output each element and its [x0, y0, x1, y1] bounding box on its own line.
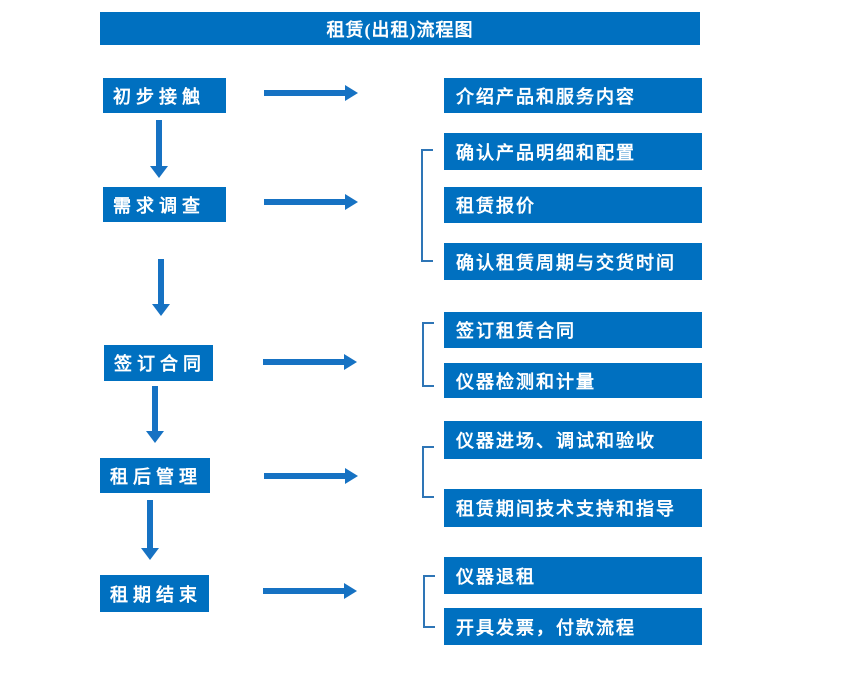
output-box: 租赁期间技术支持和指导 — [444, 489, 702, 527]
step-box-needs-survey: 需求调查 — [103, 187, 226, 222]
arrow-head — [345, 468, 358, 484]
page-title: 租赁(出租)流程图 — [326, 19, 474, 40]
group-bracket — [422, 446, 434, 498]
arrow-right-icon — [263, 354, 357, 370]
arrow-right-icon — [263, 583, 357, 599]
arrow-down-icon — [146, 386, 164, 443]
arrow-stem — [264, 199, 345, 205]
arrow-head — [150, 166, 168, 178]
group-bracket — [423, 575, 435, 628]
arrow-head — [345, 85, 358, 101]
arrow-head — [146, 431, 164, 443]
arrow-right-icon — [264, 85, 358, 101]
arrow-stem — [158, 259, 164, 304]
arrow-down-icon — [150, 120, 168, 178]
group-bracket — [422, 322, 434, 387]
output-box: 确认产品明细和配置 — [444, 133, 702, 170]
step-box-initial-contact: 初步接触 — [103, 78, 226, 113]
output-box: 租赁报价 — [444, 187, 702, 223]
arrow-right-icon — [264, 194, 358, 210]
arrow-stem — [263, 588, 344, 594]
arrow-stem — [264, 473, 345, 479]
title-bar: 租赁(出租)流程图 — [100, 12, 700, 45]
output-box: 开具发票，付款流程 — [444, 608, 702, 645]
arrow-head — [152, 304, 170, 316]
arrow-stem — [156, 120, 162, 166]
output-box: 介绍产品和服务内容 — [444, 78, 702, 113]
arrow-head — [345, 194, 358, 210]
arrow-head — [141, 548, 159, 560]
arrow-stem — [152, 386, 158, 431]
arrow-head — [344, 354, 357, 370]
output-box: 签订租赁合同 — [444, 312, 702, 348]
arrow-right-icon — [264, 468, 358, 484]
output-box: 仪器进场、调试和验收 — [444, 421, 702, 459]
step-box-rental-end: 租期结束 — [100, 575, 209, 612]
step-box-sign-contract: 签订合同 — [104, 345, 213, 381]
step-box-post-rental-management: 租后管理 — [100, 458, 210, 493]
output-box: 仪器退租 — [444, 557, 702, 594]
group-bracket — [421, 149, 433, 262]
output-box: 仪器检测和计量 — [444, 363, 702, 398]
arrow-down-icon — [141, 500, 159, 560]
arrow-stem — [263, 359, 344, 365]
arrow-stem — [264, 90, 345, 96]
arrow-down-icon — [152, 259, 170, 316]
arrow-head — [344, 583, 357, 599]
arrow-stem — [147, 500, 153, 548]
output-box: 确认租赁周期与交货时间 — [444, 243, 702, 280]
